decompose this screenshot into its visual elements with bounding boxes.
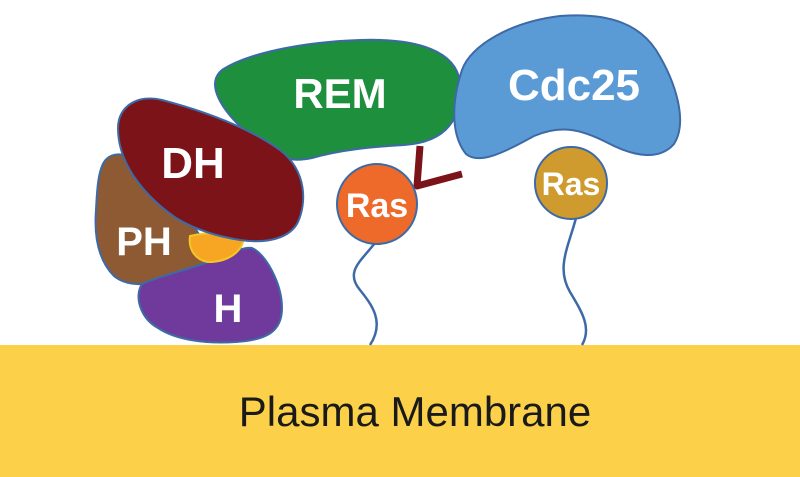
cdc25-label: Cdc25: [508, 61, 640, 110]
ras-allosteric-circle: [336, 163, 418, 245]
plasma-membrane-label: Plasma Membrane: [239, 388, 591, 435]
rem-cdc25-linker: [413, 145, 463, 190]
ras-catalytic-label: Ras: [542, 166, 601, 202]
ras-catalytic-circle: [534, 146, 608, 220]
ras-allosteric-label: Ras: [346, 187, 408, 225]
ras-catalytic-tether: [562, 217, 588, 346]
ras-allosteric-tether: [352, 242, 378, 346]
h-label: H: [214, 287, 243, 331]
dh-domain: [116, 97, 305, 243]
ph-label: PH: [116, 220, 172, 264]
rem-label: REM: [293, 70, 386, 117]
cdc25-domain: [453, 14, 682, 160]
plasma-membrane: [0, 345, 800, 477]
dh-label: DH: [161, 139, 225, 188]
